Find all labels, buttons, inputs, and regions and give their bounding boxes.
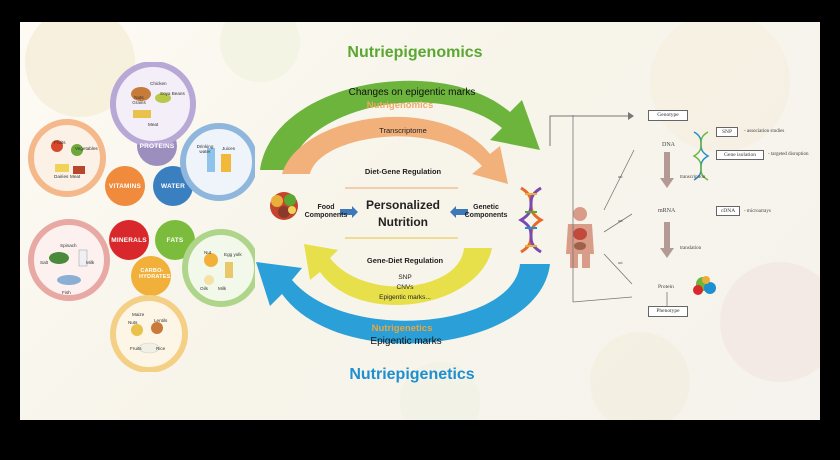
label-snp-note: - association studies	[744, 129, 785, 134]
petal-label-minerals: MINERALS	[111, 237, 147, 244]
food-label-milk-fats: Milk	[218, 286, 227, 291]
dna-helix-icon	[518, 186, 544, 254]
food-label-meat-proteins: Meat	[148, 122, 159, 127]
yellow-arrow	[304, 244, 492, 306]
petal-label-carbohydrates: CARBO-HYDRATES	[139, 268, 171, 281]
food-label-vegetables: Vegetables	[75, 146, 98, 151]
title-nutriepigenetics: Nutriepigenetics	[349, 366, 475, 383]
blue-arrow	[256, 262, 550, 344]
label-food-components: Food Components	[304, 204, 348, 220]
carbs-petal	[131, 256, 171, 296]
label-cnvs: CNVs	[396, 284, 414, 291]
food-label-drinking-water: Drinking water	[196, 144, 214, 155]
vitamins-petal	[105, 166, 145, 206]
title-nutriepigenomics: Nutriepigenomics	[347, 44, 483, 61]
food-label-fruits-carbs: Fruits	[130, 346, 142, 351]
label-nutrigenomics: Nutrigenomics	[366, 100, 434, 111]
food-label-milk-minerals: Milk	[86, 260, 95, 265]
label-protein: Protein	[658, 284, 674, 290]
arrow-tag-2: act	[618, 218, 623, 223]
food-label-dairies: Dairies	[54, 174, 69, 179]
food-label-nut: Nut	[204, 250, 212, 255]
arrow-tag-3: act	[618, 260, 623, 265]
label-gene-diet-regulation: Gene-Diet Regulation	[366, 256, 444, 265]
orange-arrow	[282, 116, 508, 184]
label-genetic-components: Genetic Components	[464, 204, 508, 220]
genomics-lines	[572, 115, 716, 306]
center-nutrition: Nutrition	[378, 215, 428, 229]
label-epigentic-marks-small: Epigentic marks...	[379, 294, 431, 301]
label-cdna-note: - microarrays	[744, 209, 771, 214]
center-personalized: Personalized	[365, 198, 441, 212]
food-arrow	[340, 206, 358, 218]
food-label-nuts-grains: Nuts Grains	[132, 95, 146, 106]
label-translation: translation	[680, 246, 702, 251]
food-bowl-icon	[270, 192, 298, 220]
food-label-nuts: Nuts	[128, 320, 138, 325]
food-label-meat-vitamins: Meat	[70, 174, 81, 179]
diagram-canvas: Nutriepigenomics Changes on epigentic ma…	[20, 22, 820, 420]
food-label-spinach: Spinach	[60, 243, 77, 248]
label-diet-gene-regulation: Diet-Gene Regulation	[364, 167, 442, 176]
genotype-box: Genotype	[648, 110, 688, 121]
food-label-rice: Rice	[156, 346, 166, 351]
petal-label-fats: FATS	[166, 237, 184, 244]
label-transcription: transcription	[680, 175, 706, 180]
proteins-food-circle	[110, 62, 196, 147]
petal-label-vitamins: VITAMINS	[108, 183, 142, 190]
cycle-arrows	[256, 80, 550, 344]
label-nutrigenetics: Nutrigenetics	[371, 323, 433, 334]
minerals-food-circle	[28, 219, 110, 301]
green-arrow	[260, 80, 540, 170]
food-label-juices: Juices	[222, 146, 236, 151]
food-label-maize: Maize	[132, 312, 145, 317]
food-label-fruits-vitamins: Fruits	[54, 140, 66, 145]
food-label-lentils: Lentils	[154, 318, 168, 323]
phenotype-box: Phenotype	[648, 306, 688, 317]
minerals-petal	[109, 220, 149, 260]
genetic-arrow	[450, 206, 468, 218]
petal-label-water: WATER	[161, 183, 185, 190]
food-wheel	[28, 62, 255, 372]
arrow-tag-1: act	[618, 174, 623, 179]
label-gene-note: - targeted disruption	[768, 152, 809, 157]
food-label-soya-beans: Soya Beans	[160, 91, 185, 96]
label-transcriptome: Transcriptome	[379, 126, 427, 135]
fats-petal	[155, 220, 195, 260]
water-food-circle	[180, 123, 255, 201]
cdna-box: cDNA	[716, 206, 740, 216]
label-snp: SNP	[398, 274, 412, 281]
label-changes-epigentic-marks: Changes on epigentic marks	[348, 87, 476, 98]
food-label-salt: Salt	[40, 260, 48, 265]
carbs-food-circle	[110, 295, 188, 372]
label-epigentic-marks: Epigentic marks	[370, 336, 442, 347]
label-dna: DNA	[662, 142, 675, 148]
gene-isolation-box: Gene isolation	[716, 150, 764, 160]
petal-label-proteins: PROTEINS	[139, 143, 175, 150]
arrow-to-genotype-icon	[549, 112, 634, 146]
snp-box: SNP	[716, 127, 738, 137]
vitamins-food-circle	[28, 119, 106, 197]
food-label-chicken: Chicken	[150, 81, 167, 86]
food-label-egg-yolk: Egg yolk	[224, 252, 242, 257]
label-mrna: mRNA	[658, 208, 676, 214]
food-label-fish: Fish	[62, 290, 71, 295]
fats-food-circle	[182, 229, 255, 307]
food-label-oils: Oils	[200, 286, 208, 291]
